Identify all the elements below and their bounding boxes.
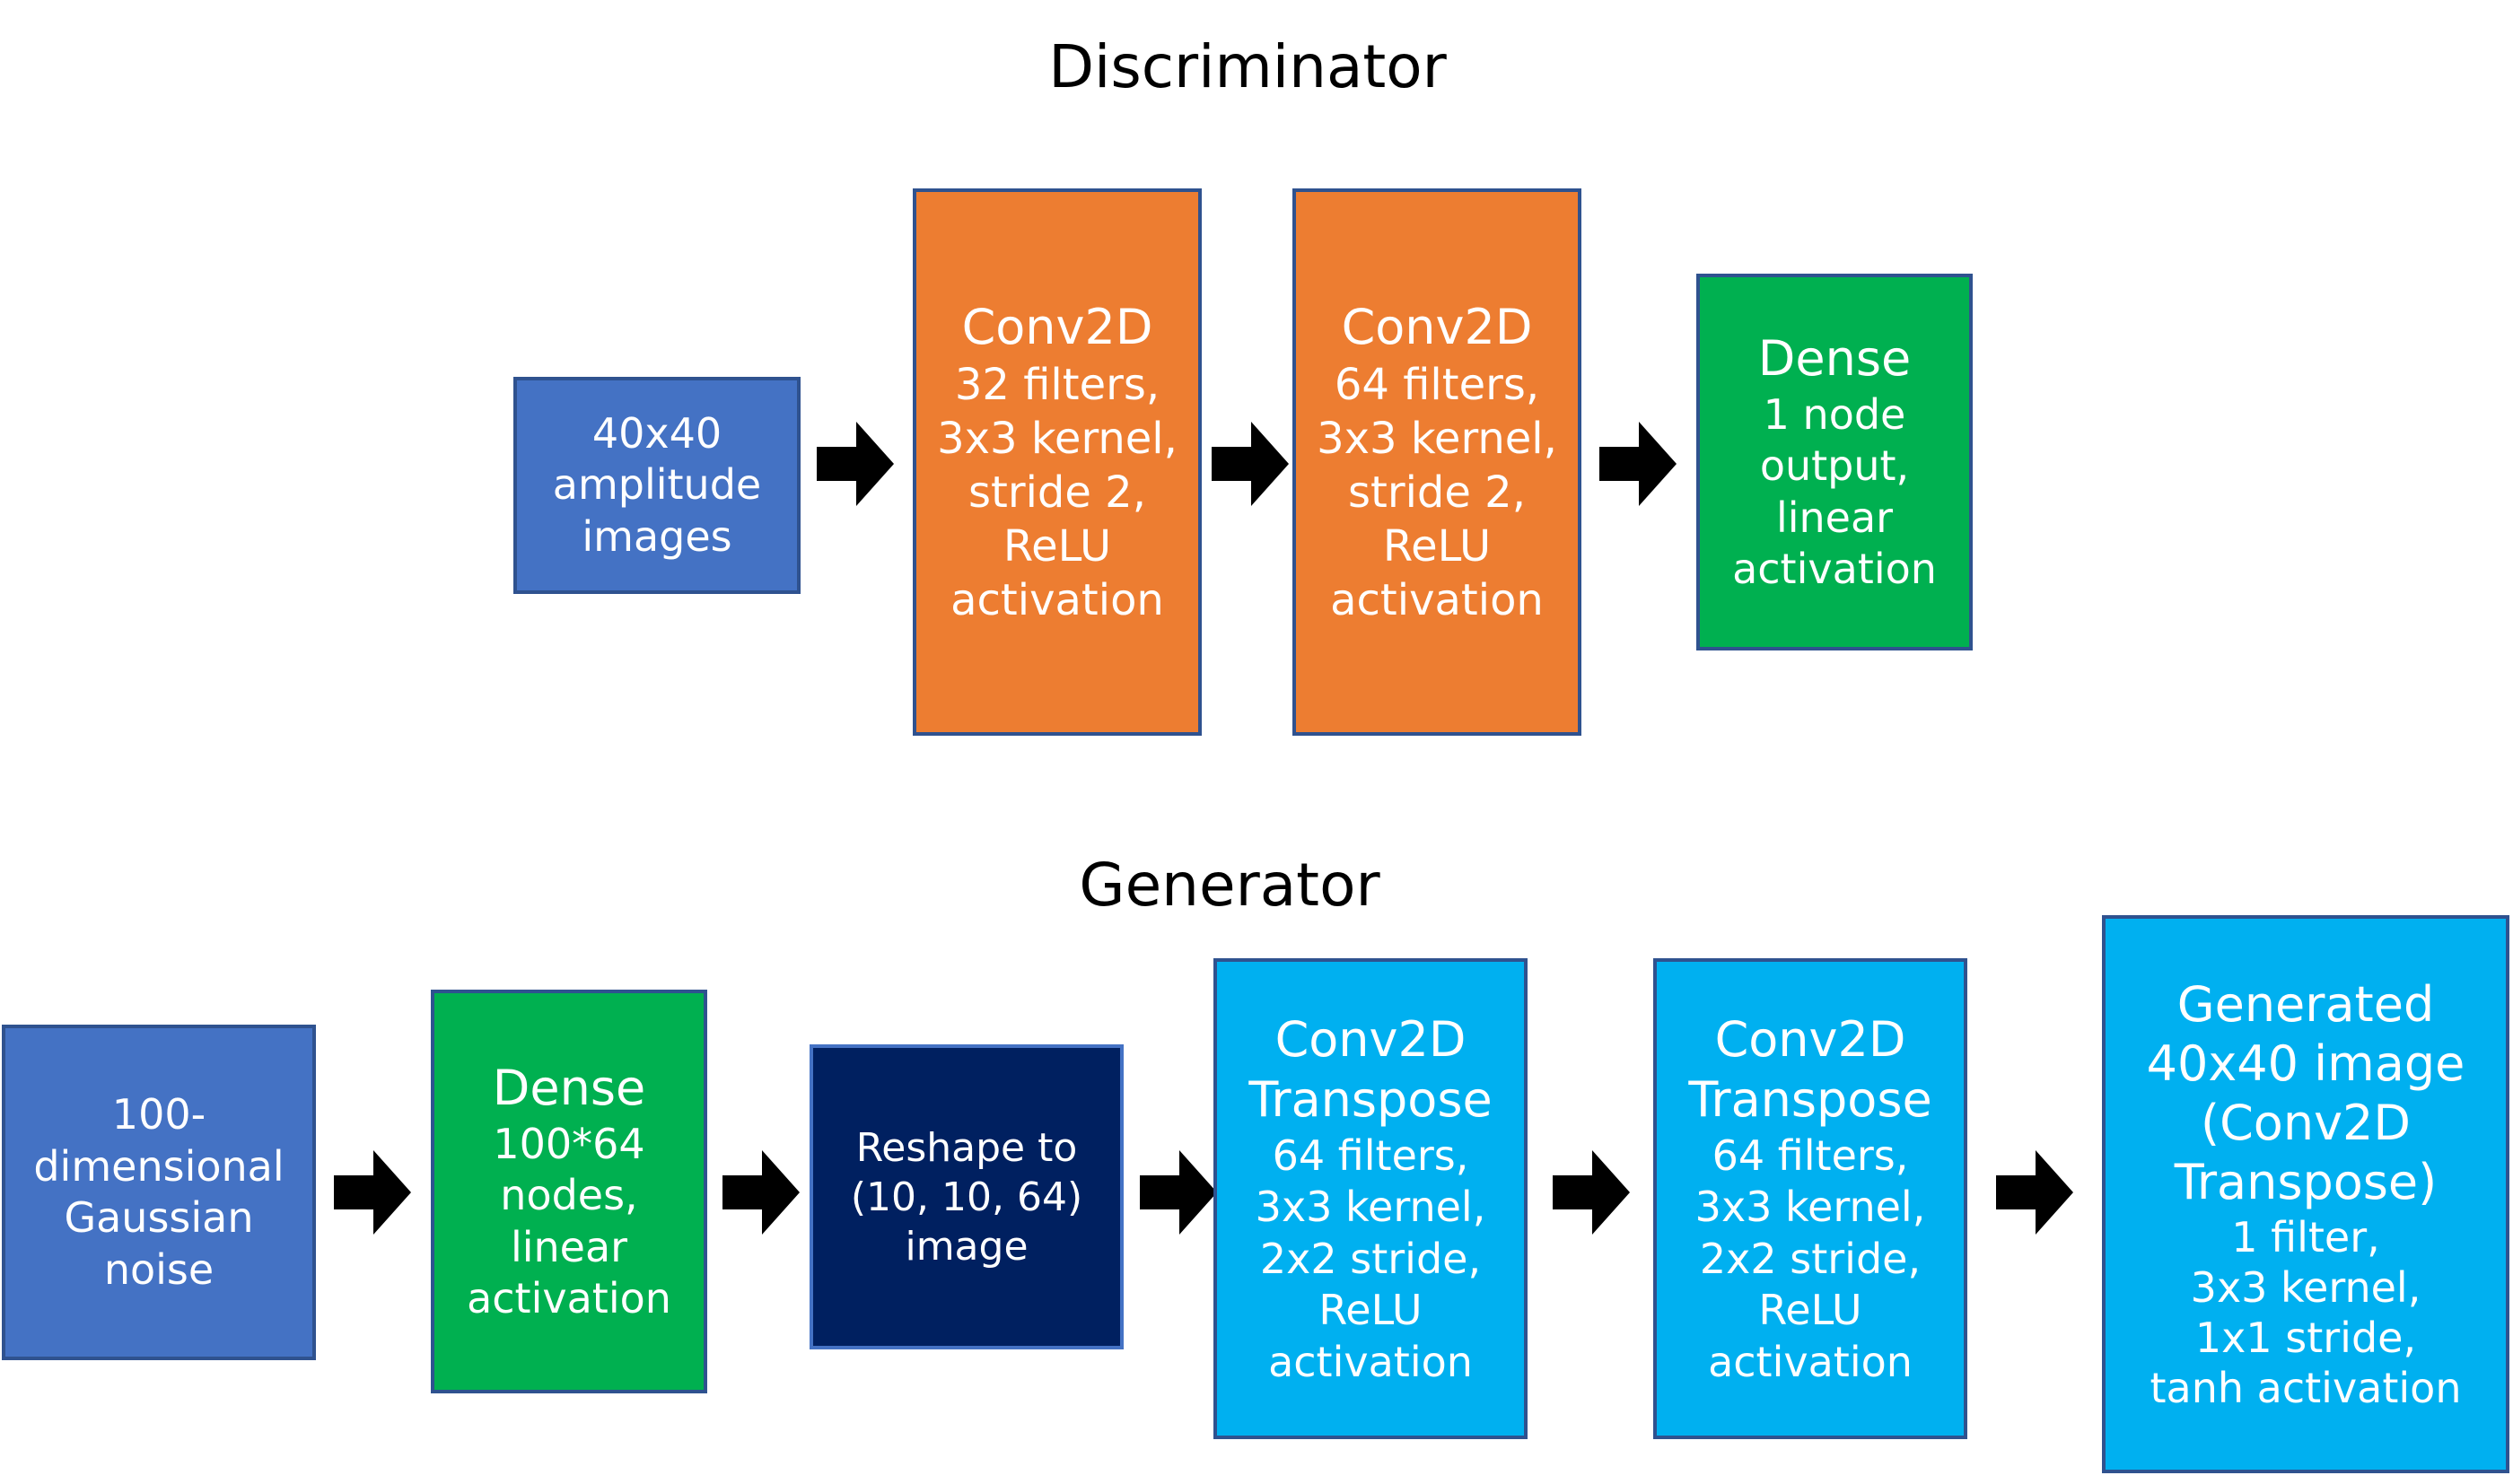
gen-output-line-1: 1 filter, <box>2231 1212 2380 1261</box>
gen-noise-box: 100- dimensional Gaussian noise <box>2 1025 316 1360</box>
discriminator-title: Discriminator <box>1048 32 1447 101</box>
arrow-right-icon <box>1599 422 1677 506</box>
gen-convT1-box: Conv2D Transpose 64 filters, 3x3 kernel,… <box>1213 958 1528 1439</box>
disc-conv2-line-1: 64 filters, <box>1334 359 1540 410</box>
gen-convT1-line-4: ReLU <box>1318 1286 1423 1335</box>
gen-noise-line-4: noise <box>103 1244 215 1294</box>
gen-dense-heading: Dense <box>492 1060 646 1117</box>
disc-input-line-2: amplitude <box>552 460 762 510</box>
arrow-right-icon <box>817 422 894 506</box>
disc-conv2-box: Conv2D 64 filters, 3x3 kernel, stride 2,… <box>1292 188 1581 736</box>
arrow-right-icon <box>1212 422 1289 506</box>
gen-convT1-line-5: activation <box>1268 1337 1473 1386</box>
disc-dense-line-3: linear <box>1775 493 1894 542</box>
disc-conv2-heading: Conv2D <box>1341 299 1533 356</box>
gen-reshape-box: Reshape to (10, 10, 64) image <box>810 1044 1124 1349</box>
gen-output-heading-1: Generated <box>2176 976 2435 1034</box>
gen-output-heading-3: (Conv2D <box>2201 1094 2411 1151</box>
disc-dense-line-1: 1 node <box>1763 389 1906 439</box>
disc-dense-line-4: activation <box>1732 545 1937 594</box>
gen-output-box: Generated 40x40 image (Conv2D Transpose)… <box>2102 915 2509 1473</box>
gen-convT1-heading-2: Transpose <box>1248 1071 1493 1129</box>
gen-output-heading-2: 40x40 image <box>2146 1034 2465 1092</box>
disc-conv1-line-1: 32 filters, <box>954 359 1160 410</box>
gen-output-heading-4: Transpose) <box>2174 1153 2438 1210</box>
gen-reshape-line-3: image <box>905 1223 1029 1270</box>
disc-conv2-line-5: activation <box>1330 574 1544 625</box>
disc-conv1-line-4: ReLU <box>1003 520 1112 572</box>
arrow-right-icon <box>334 1150 411 1235</box>
gen-noise-line-2: dimensional <box>33 1141 285 1191</box>
disc-input-box: 40x40 amplitude images <box>513 377 801 594</box>
disc-dense-line-2: output, <box>1759 441 1910 491</box>
arrow-right-icon <box>1140 1150 1217 1235</box>
gen-convT1-line-3: 2x2 stride, <box>1259 1234 1482 1283</box>
arrow-right-icon <box>1553 1150 1630 1235</box>
gen-dense-box: Dense 100*64 nodes, linear activation <box>431 990 707 1393</box>
gen-dense-line-2: nodes, <box>500 1171 638 1220</box>
gen-noise-line-3: Gaussian <box>64 1193 254 1242</box>
disc-conv1-heading: Conv2D <box>961 299 1153 356</box>
gen-convT1-line-2: 3x3 kernel, <box>1255 1183 1486 1232</box>
gen-convT2-line-3: 2x2 stride, <box>1699 1234 1922 1283</box>
arrow-right-icon <box>1996 1150 2073 1235</box>
disc-conv1-box: Conv2D 32 filters, 3x3 kernel, stride 2,… <box>913 188 1202 736</box>
gen-convT2-heading-1: Conv2D <box>1714 1010 1906 1068</box>
gen-dense-line-3: linear <box>510 1222 628 1271</box>
gen-dense-line-1: 100*64 <box>493 1119 645 1168</box>
gen-convT2-line-5: activation <box>1708 1337 1913 1386</box>
gen-convT2-line-4: ReLU <box>1758 1286 1862 1335</box>
gen-convT1-line-1: 64 filters, <box>1272 1130 1469 1180</box>
gen-output-line-4: tanh activation <box>2150 1363 2462 1412</box>
disc-conv1-line-5: activation <box>950 574 1164 625</box>
disc-dense-heading: Dense <box>1757 330 1912 388</box>
disc-conv2-line-2: 3x3 kernel, <box>1317 413 1557 464</box>
gen-convT2-line-2: 3x3 kernel, <box>1694 1183 1926 1232</box>
gen-reshape-line-1: Reshape to <box>855 1124 1078 1171</box>
gen-convT2-line-1: 64 filters, <box>1712 1130 1909 1180</box>
disc-conv1-line-2: 3x3 kernel, <box>937 413 1178 464</box>
disc-conv1-line-3: stride 2, <box>968 467 1146 518</box>
disc-input-line-3: images <box>582 511 732 561</box>
disc-dense-box: Dense 1 node output, linear activation <box>1696 274 1973 650</box>
disc-input-line-1: 40x40 <box>591 408 722 458</box>
arrow-right-icon <box>722 1150 800 1235</box>
gen-noise-line-1: 100- <box>111 1090 206 1139</box>
gen-convT2-heading-2: Transpose <box>1688 1071 1932 1129</box>
gen-output-line-3: 1x1 stride, <box>2194 1313 2417 1362</box>
gen-dense-line-4: activation <box>467 1274 671 1323</box>
gen-output-line-2: 3x3 kernel, <box>2190 1262 2421 1312</box>
gen-convT2-box: Conv2D Transpose 64 filters, 3x3 kernel,… <box>1653 958 1967 1439</box>
disc-conv2-line-4: ReLU <box>1382 520 1492 572</box>
gen-convT1-heading-1: Conv2D <box>1274 1010 1467 1068</box>
disc-conv2-line-3: stride 2, <box>1348 467 1526 518</box>
gen-reshape-line-2: (10, 10, 64) <box>850 1174 1083 1220</box>
generator-title: Generator <box>1079 851 1380 920</box>
